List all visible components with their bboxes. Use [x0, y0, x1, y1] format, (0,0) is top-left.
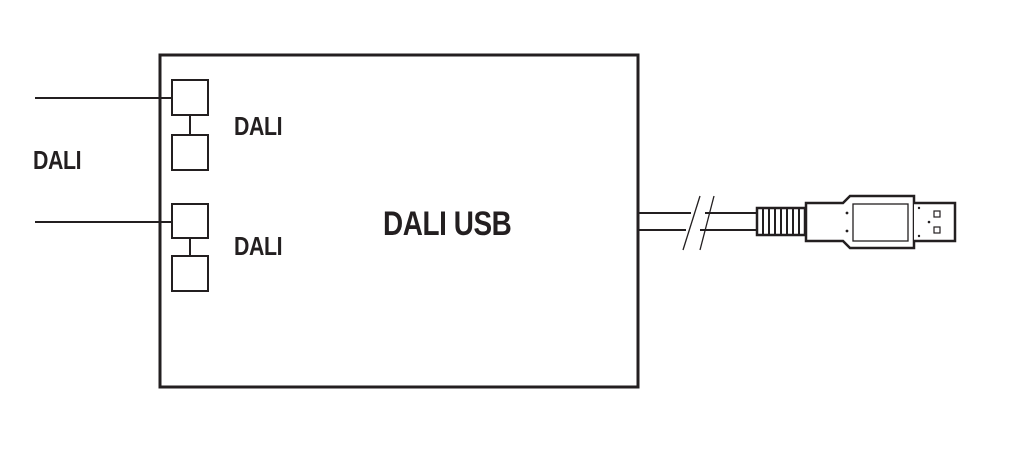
dali-port-2-label: DALI	[234, 231, 283, 261]
dali-bus-label: DALI	[33, 145, 82, 175]
cable-break-mark	[699, 195, 715, 251]
dali-port-1-label: DALI	[234, 111, 283, 141]
dali-usb-device-box	[158, 53, 640, 389]
terminal-1b	[171, 134, 209, 171]
usb-plug-icon	[755, 194, 957, 250]
terminal-1a	[171, 79, 209, 116]
cable-break-mark	[682, 195, 701, 251]
usb-cable	[638, 195, 757, 251]
device-label: DALI USB	[383, 205, 512, 243]
terminal-2b	[171, 255, 209, 292]
terminal-2a	[171, 203, 209, 239]
